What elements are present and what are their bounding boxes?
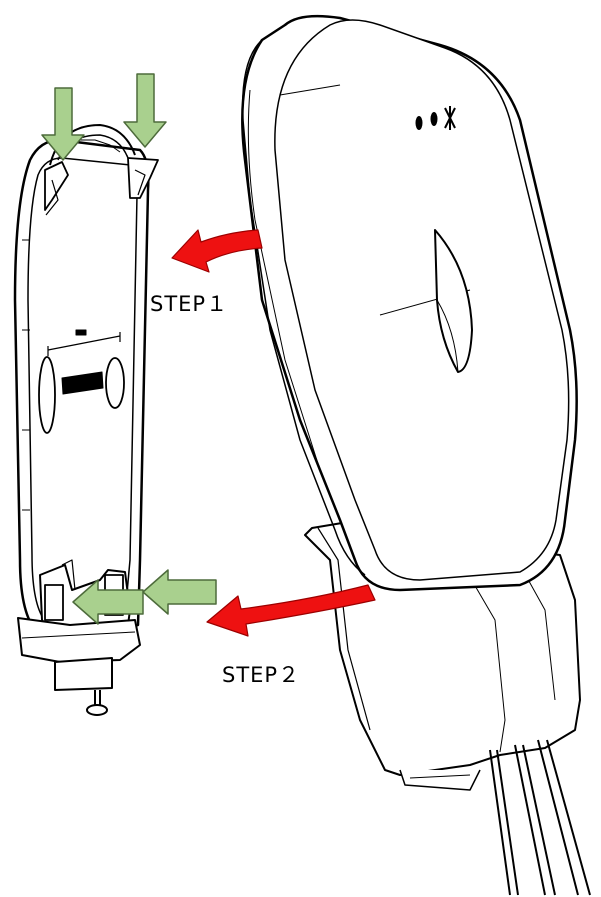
step1-label: STEP１ [150, 292, 229, 316]
green-down-arrow-icon [41, 73, 167, 161]
green-left-arrow-icon [72, 569, 217, 625]
red-arrow-step2 [206, 584, 376, 637]
bracket-screw [54, 657, 113, 691]
wall-bracket [13, 124, 159, 716]
bracket-label [61, 371, 104, 395]
bracket-hole-left [38, 356, 56, 434]
charger-unit [241, 14, 591, 896]
green-down-arrow-left [41, 87, 85, 161]
indicator-light-1 [415, 116, 423, 130]
red-arrow-step1 [171, 229, 263, 273]
indicator-light-2 [430, 112, 438, 126]
indicator-light-3 [444, 106, 456, 130]
bracket-hole-right [105, 357, 125, 409]
top-latch-left [44, 161, 69, 211]
charger-front-face [274, 19, 570, 581]
cable-3 [537, 739, 579, 896]
step2-label: STEP２ [222, 663, 301, 687]
green-down-arrow-right [123, 73, 167, 148]
bracket-base [17, 617, 141, 663]
green-left-arrow-upper [142, 569, 217, 615]
red-curved-arrow-icon [171, 229, 376, 637]
front-recess [434, 229, 473, 373]
top-latch-right [127, 157, 159, 199]
cable-2 [514, 744, 546, 896]
cable-1 [489, 749, 511, 896]
green-left-arrow-lower [72, 579, 144, 625]
